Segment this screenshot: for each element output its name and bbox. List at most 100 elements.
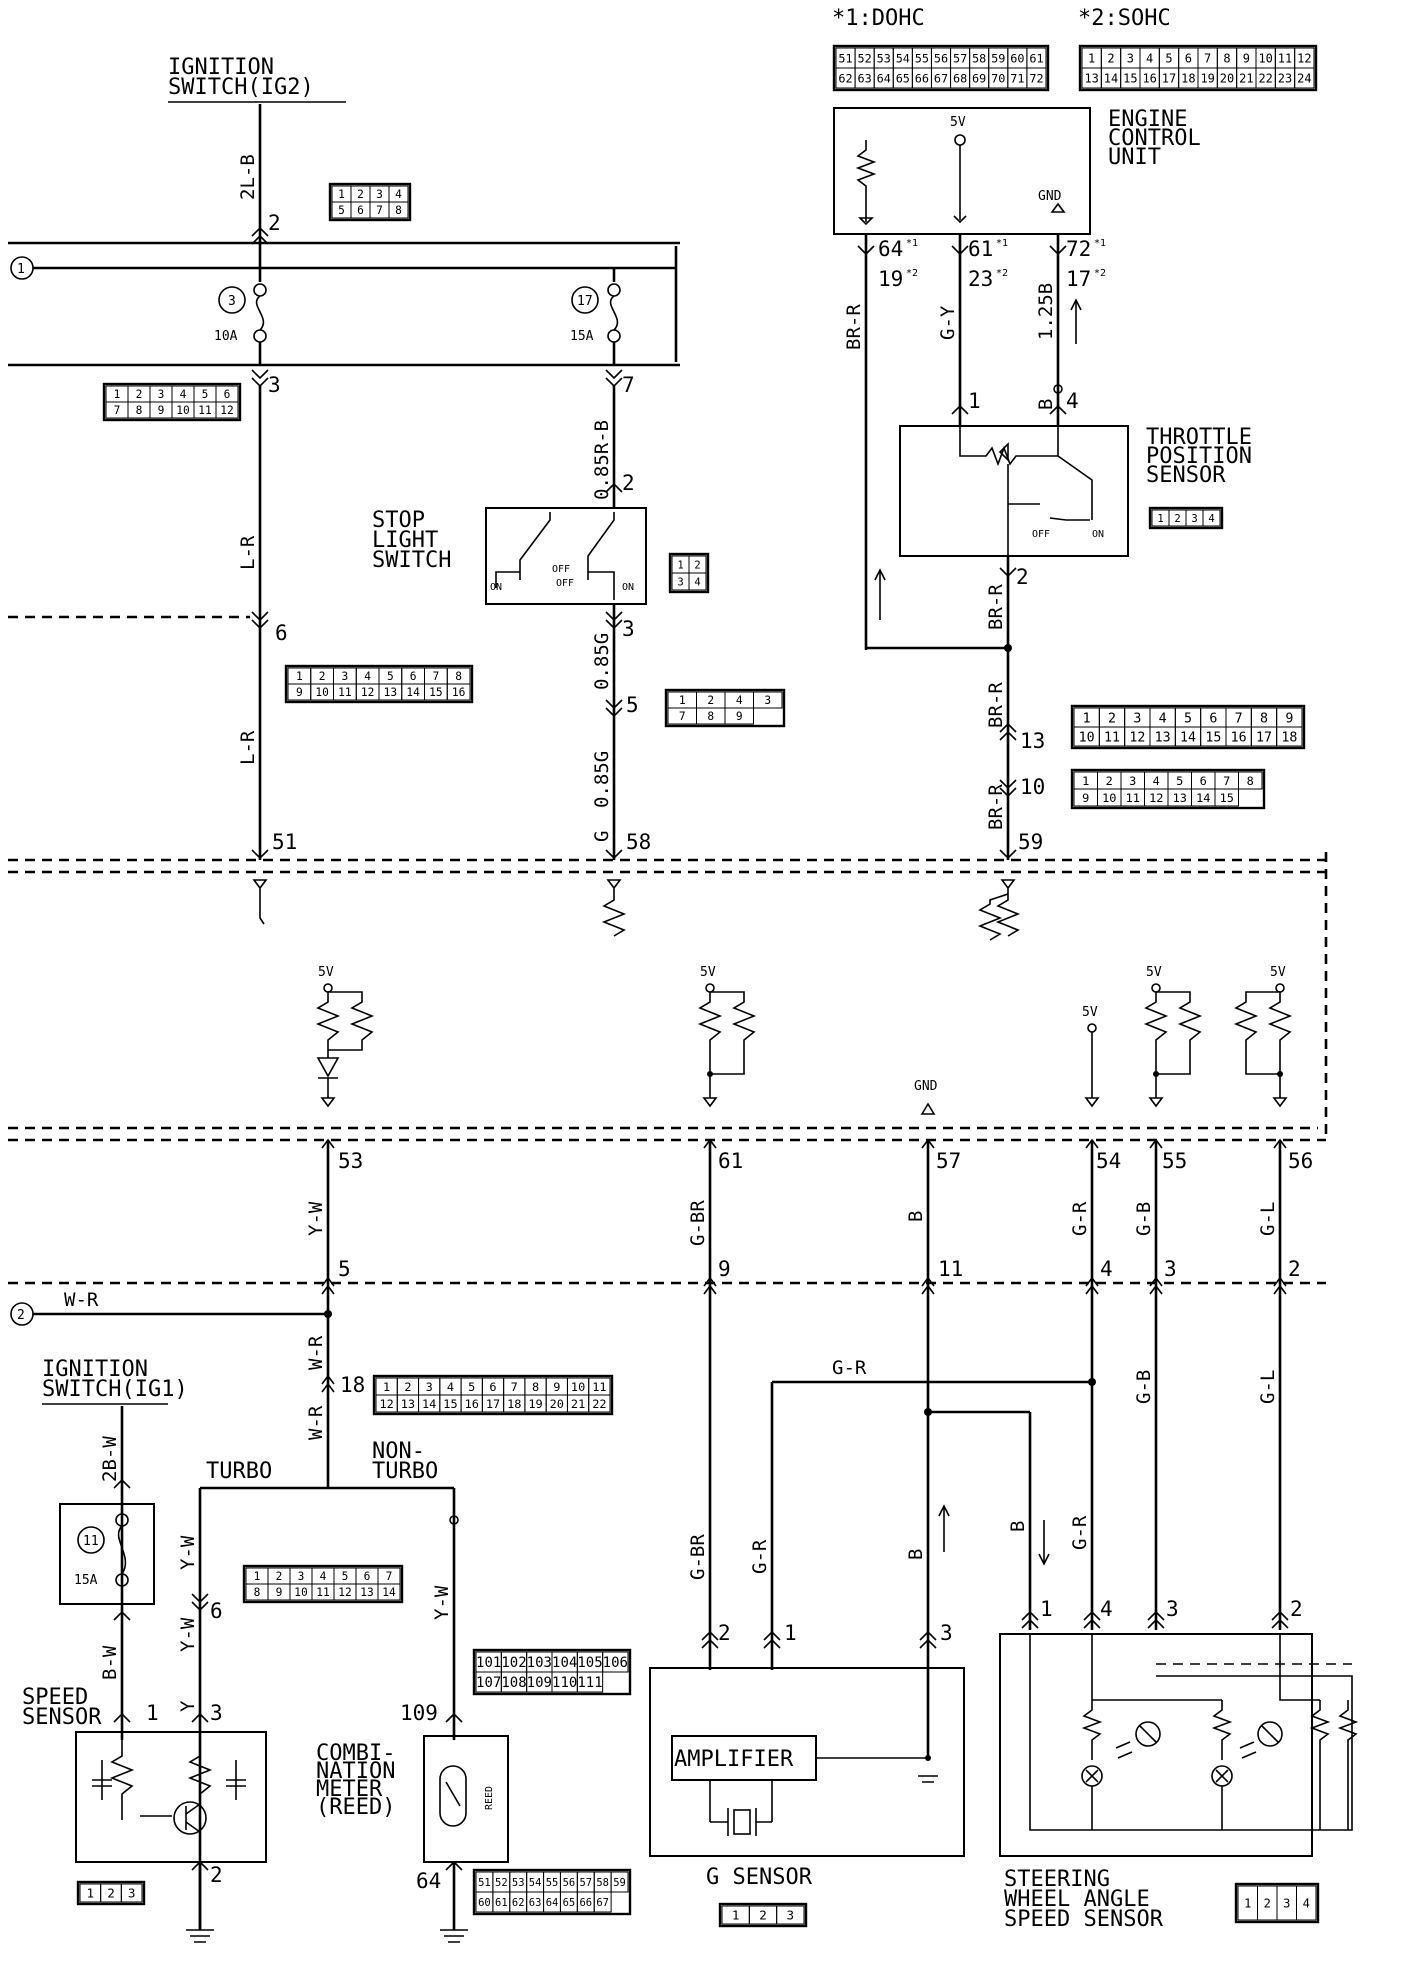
connector-outline xyxy=(1148,506,1224,530)
label-line: THROTTLE xyxy=(1146,425,1252,450)
pin-57: 57 xyxy=(936,1149,961,1173)
connector-cell xyxy=(602,1651,629,1673)
engine-control-unit xyxy=(833,107,1091,235)
connector-pin-number: 21 xyxy=(1239,71,1253,85)
connector-pin-number: 17 xyxy=(1162,71,1176,85)
connector-pin-number: 8 xyxy=(254,1586,261,1599)
connector-pin-number: 15 xyxy=(1205,730,1221,745)
connector-pin-number: 57 xyxy=(953,51,967,65)
connector-pin-number: 14 xyxy=(1180,730,1196,745)
pin-53: 53 xyxy=(338,1149,363,1173)
ecu-5v: 5V xyxy=(950,115,966,130)
connector-cell xyxy=(388,201,409,219)
tps-pin-1: 1 xyxy=(968,389,981,413)
connector-pin-number: 14 xyxy=(422,1397,436,1411)
connector-pin-number: 3 xyxy=(128,1886,136,1901)
connector-pin-number: 7 xyxy=(679,710,686,723)
connector-pin-number: 9 xyxy=(1243,51,1250,65)
connector-pin-number: 60 xyxy=(478,1897,491,1909)
connector-outline xyxy=(372,1374,614,1416)
connector-pin-number: 8 xyxy=(532,1380,539,1394)
connector-cell xyxy=(1294,67,1315,89)
stop-light-switch xyxy=(485,507,647,605)
connector-pin-number: 6 xyxy=(1185,51,1192,65)
svg-text:5V: 5V xyxy=(318,965,334,980)
connector-pin-number: 1 xyxy=(1157,513,1163,525)
connector-pin-number: 7 xyxy=(1204,51,1211,65)
fuse-3-circle xyxy=(218,286,246,314)
label-line: IGNITION xyxy=(168,55,274,80)
label-line: SWITCH xyxy=(372,548,451,573)
connector-pin-number: 4 xyxy=(320,1570,327,1583)
connector-pin-number: 3 xyxy=(158,388,165,401)
pin-56: 56 xyxy=(1288,1149,1313,1173)
connector-pin-number: 10 xyxy=(176,404,190,417)
connector-pin-number: 18 xyxy=(1281,730,1297,745)
wire-label-gr-horizontal: G-R xyxy=(832,1357,867,1379)
wire-label-brr-2: BR-R xyxy=(985,584,1007,630)
connector-pin-number: 15 xyxy=(443,1397,457,1411)
label-line: (REED) xyxy=(316,1795,395,1820)
connector-pin-number: 68 xyxy=(953,71,967,85)
connector-pin-number: 110 xyxy=(552,1675,577,1691)
connector-pin-number: 54 xyxy=(896,51,910,65)
connector-pin-number: 2 xyxy=(276,1570,283,1583)
steer-pin-1: 1 xyxy=(1040,1597,1053,1621)
connector-pin-number: 4 xyxy=(364,670,371,683)
fuse-11-num: 11 xyxy=(83,1534,99,1549)
connector-pin-number: 13 xyxy=(1173,791,1187,805)
connector-pin-number: 9 xyxy=(1082,791,1089,805)
connector-pin-number: 9 xyxy=(296,686,303,699)
speed-sensor-pin-2: 2 xyxy=(210,1863,223,1887)
wire-label-gr-2: G-R xyxy=(749,1539,771,1574)
reed-label: REED xyxy=(484,1786,495,1810)
ecu-pin-64-sup: *1 xyxy=(906,238,918,249)
sls-on-label: ON xyxy=(490,582,502,593)
svg-text:5V: 5V xyxy=(1082,1005,1098,1020)
connector-pin-number: 101 xyxy=(476,1655,501,1671)
connector-pin-number: 10 xyxy=(294,1586,308,1599)
connector-pin-number: 10 xyxy=(571,1380,585,1394)
connector-outline xyxy=(1078,44,1318,92)
steering-wheel-angle-sensor xyxy=(999,1633,1313,1857)
label-line: STOP xyxy=(372,508,425,533)
ecu-pin-64: 64 xyxy=(878,237,903,261)
label-line: UNIT xyxy=(1108,145,1161,170)
sls-off-label: OFF xyxy=(552,564,570,575)
pin-54: 54 xyxy=(1096,1149,1121,1173)
connector-cell xyxy=(377,1583,401,1601)
wire-label-gr-3: G-R xyxy=(1069,1515,1091,1550)
tps-pin-4: 4 xyxy=(1066,389,1079,413)
label-line: IGNITION xyxy=(42,1357,148,1382)
connector-pin-number: 109 xyxy=(527,1675,552,1691)
pin-5: 5 xyxy=(626,693,639,717)
tps-off: OFF xyxy=(1032,529,1050,540)
wire-label-2bw: 2B-W xyxy=(99,1436,121,1482)
wire-label-gl-2: G-L xyxy=(1257,1370,1279,1404)
connector-pin-number: 72 xyxy=(1029,71,1043,85)
connector-pin-number: 1 xyxy=(677,559,683,571)
connector-pin-number: 64 xyxy=(877,71,891,85)
connector-pin-number: 2 xyxy=(707,694,714,707)
connector-pin-number: 62 xyxy=(838,71,852,85)
connector-pin-number: 15 xyxy=(1220,791,1234,805)
wire-label-085rb: 0.85R-B xyxy=(591,420,613,500)
connector-pin-number: 18 xyxy=(507,1397,521,1411)
connector-pin-number: 15 xyxy=(429,686,442,699)
connector-pin-number: 2 xyxy=(1107,51,1114,65)
connector-pin-number: 59 xyxy=(613,1877,626,1889)
connector-pin-number: 5 xyxy=(1176,774,1183,788)
g-sensor xyxy=(649,1667,965,1857)
pin-51: 51 xyxy=(272,830,297,854)
wire-label-yw-nonturbo: Y-W xyxy=(431,1585,453,1620)
pin-sls-2: 2 xyxy=(622,471,635,495)
label-line: SWITCH(IG1) xyxy=(42,1377,188,1402)
